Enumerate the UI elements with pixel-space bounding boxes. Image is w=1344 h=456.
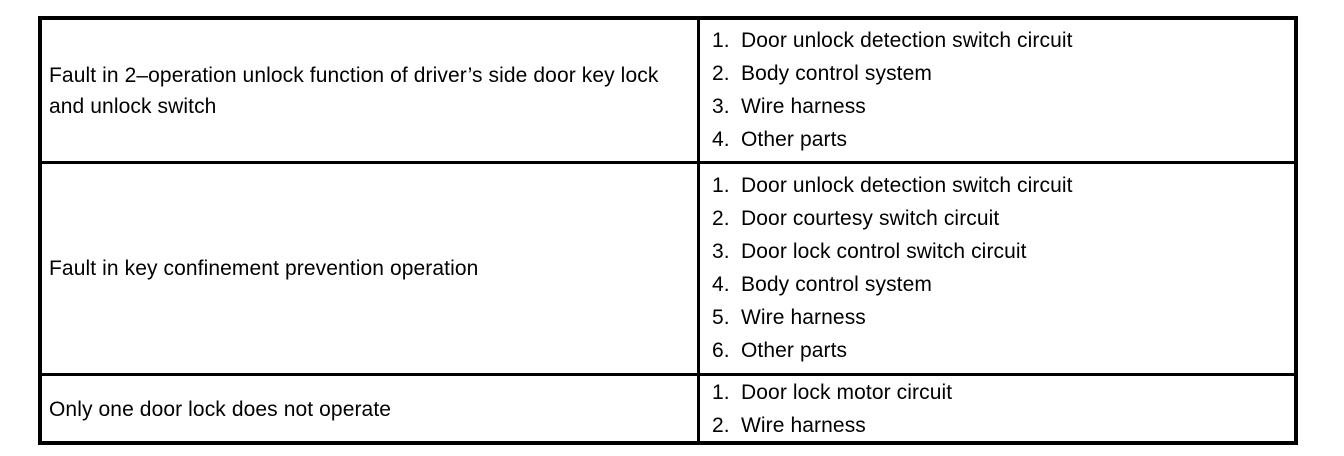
- symptom-text: Fault in 2–operation unlock function of …: [49, 63, 659, 118]
- cause-label: Body control system: [741, 62, 932, 85]
- cause-item: 1. Door unlock detection switch circuit: [712, 25, 1294, 58]
- table-row: Only one door lock does not operate 1. D…: [42, 373, 1294, 442]
- cause-number: 2.: [712, 207, 730, 230]
- cause-number: 3.: [712, 240, 730, 263]
- cause-item: 3. Door lock control switch circuit: [712, 236, 1294, 269]
- cause-number: 1.: [712, 29, 730, 52]
- diagnosis-table: Fault in 2–operation unlock function of …: [38, 16, 1298, 445]
- cause-item: 6. Other parts: [712, 335, 1294, 368]
- cause-number: 2.: [712, 413, 730, 437]
- cause-number: 1.: [712, 380, 730, 404]
- symptom-cell: Only one door lock does not operate: [42, 376, 700, 442]
- cause-label: Body control system: [741, 273, 932, 296]
- cause-label: Door unlock detection switch circuit: [741, 174, 1073, 197]
- cause-item: 5. Wire harness: [712, 302, 1294, 335]
- cause-label: Door unlock detection switch circuit: [741, 29, 1073, 52]
- cause-item: 4. Other parts: [712, 124, 1294, 157]
- cause-number: 2.: [712, 62, 730, 85]
- symptom-text: Fault in key confinement prevention oper…: [49, 257, 479, 280]
- cause-label: Other parts: [741, 339, 848, 362]
- cause-item: 2. Body control system: [712, 58, 1294, 91]
- cause-number: 5.: [712, 306, 730, 329]
- cause-number: 1.: [712, 174, 730, 197]
- cause-item: 3. Wire harness: [712, 91, 1294, 124]
- causes-cell: 1. Door unlock detection switch circuit …: [700, 164, 1294, 373]
- cause-item: 1. Door lock motor circuit: [712, 376, 1294, 409]
- cause-label: Wire harness: [741, 95, 866, 118]
- cause-item: 2. Door courtesy switch circuit: [712, 203, 1294, 236]
- cause-item: 4. Body control system: [712, 269, 1294, 302]
- cause-label: Door lock control switch circuit: [741, 240, 1027, 263]
- cause-label: Other parts: [741, 128, 848, 151]
- table-row: Fault in 2–operation unlock function of …: [42, 20, 1294, 161]
- symptom-cell: Fault in key confinement prevention oper…: [42, 164, 700, 373]
- causes-cell: 1. Door lock motor circuit 2. Wire harne…: [700, 376, 1294, 442]
- table-row: Fault in key confinement prevention oper…: [42, 161, 1294, 373]
- cause-number: 4.: [712, 128, 730, 151]
- cause-label: Wire harness: [741, 413, 866, 437]
- cause-label: Door lock motor circuit: [741, 380, 953, 404]
- cause-item: 1. Door unlock detection switch circuit: [712, 170, 1294, 203]
- cause-number: 3.: [712, 95, 730, 118]
- cause-number: 4.: [712, 273, 730, 296]
- cause-label: Wire harness: [741, 306, 866, 329]
- cause-label: Door courtesy switch circuit: [741, 207, 1000, 230]
- causes-cell: 1. Door unlock detection switch circuit …: [700, 20, 1294, 161]
- symptom-text: Only one door lock does not operate: [49, 397, 392, 421]
- cause-number: 6.: [712, 339, 730, 362]
- symptom-cell: Fault in 2–operation unlock function of …: [42, 20, 700, 161]
- cause-item: 2. Wire harness: [712, 409, 1294, 442]
